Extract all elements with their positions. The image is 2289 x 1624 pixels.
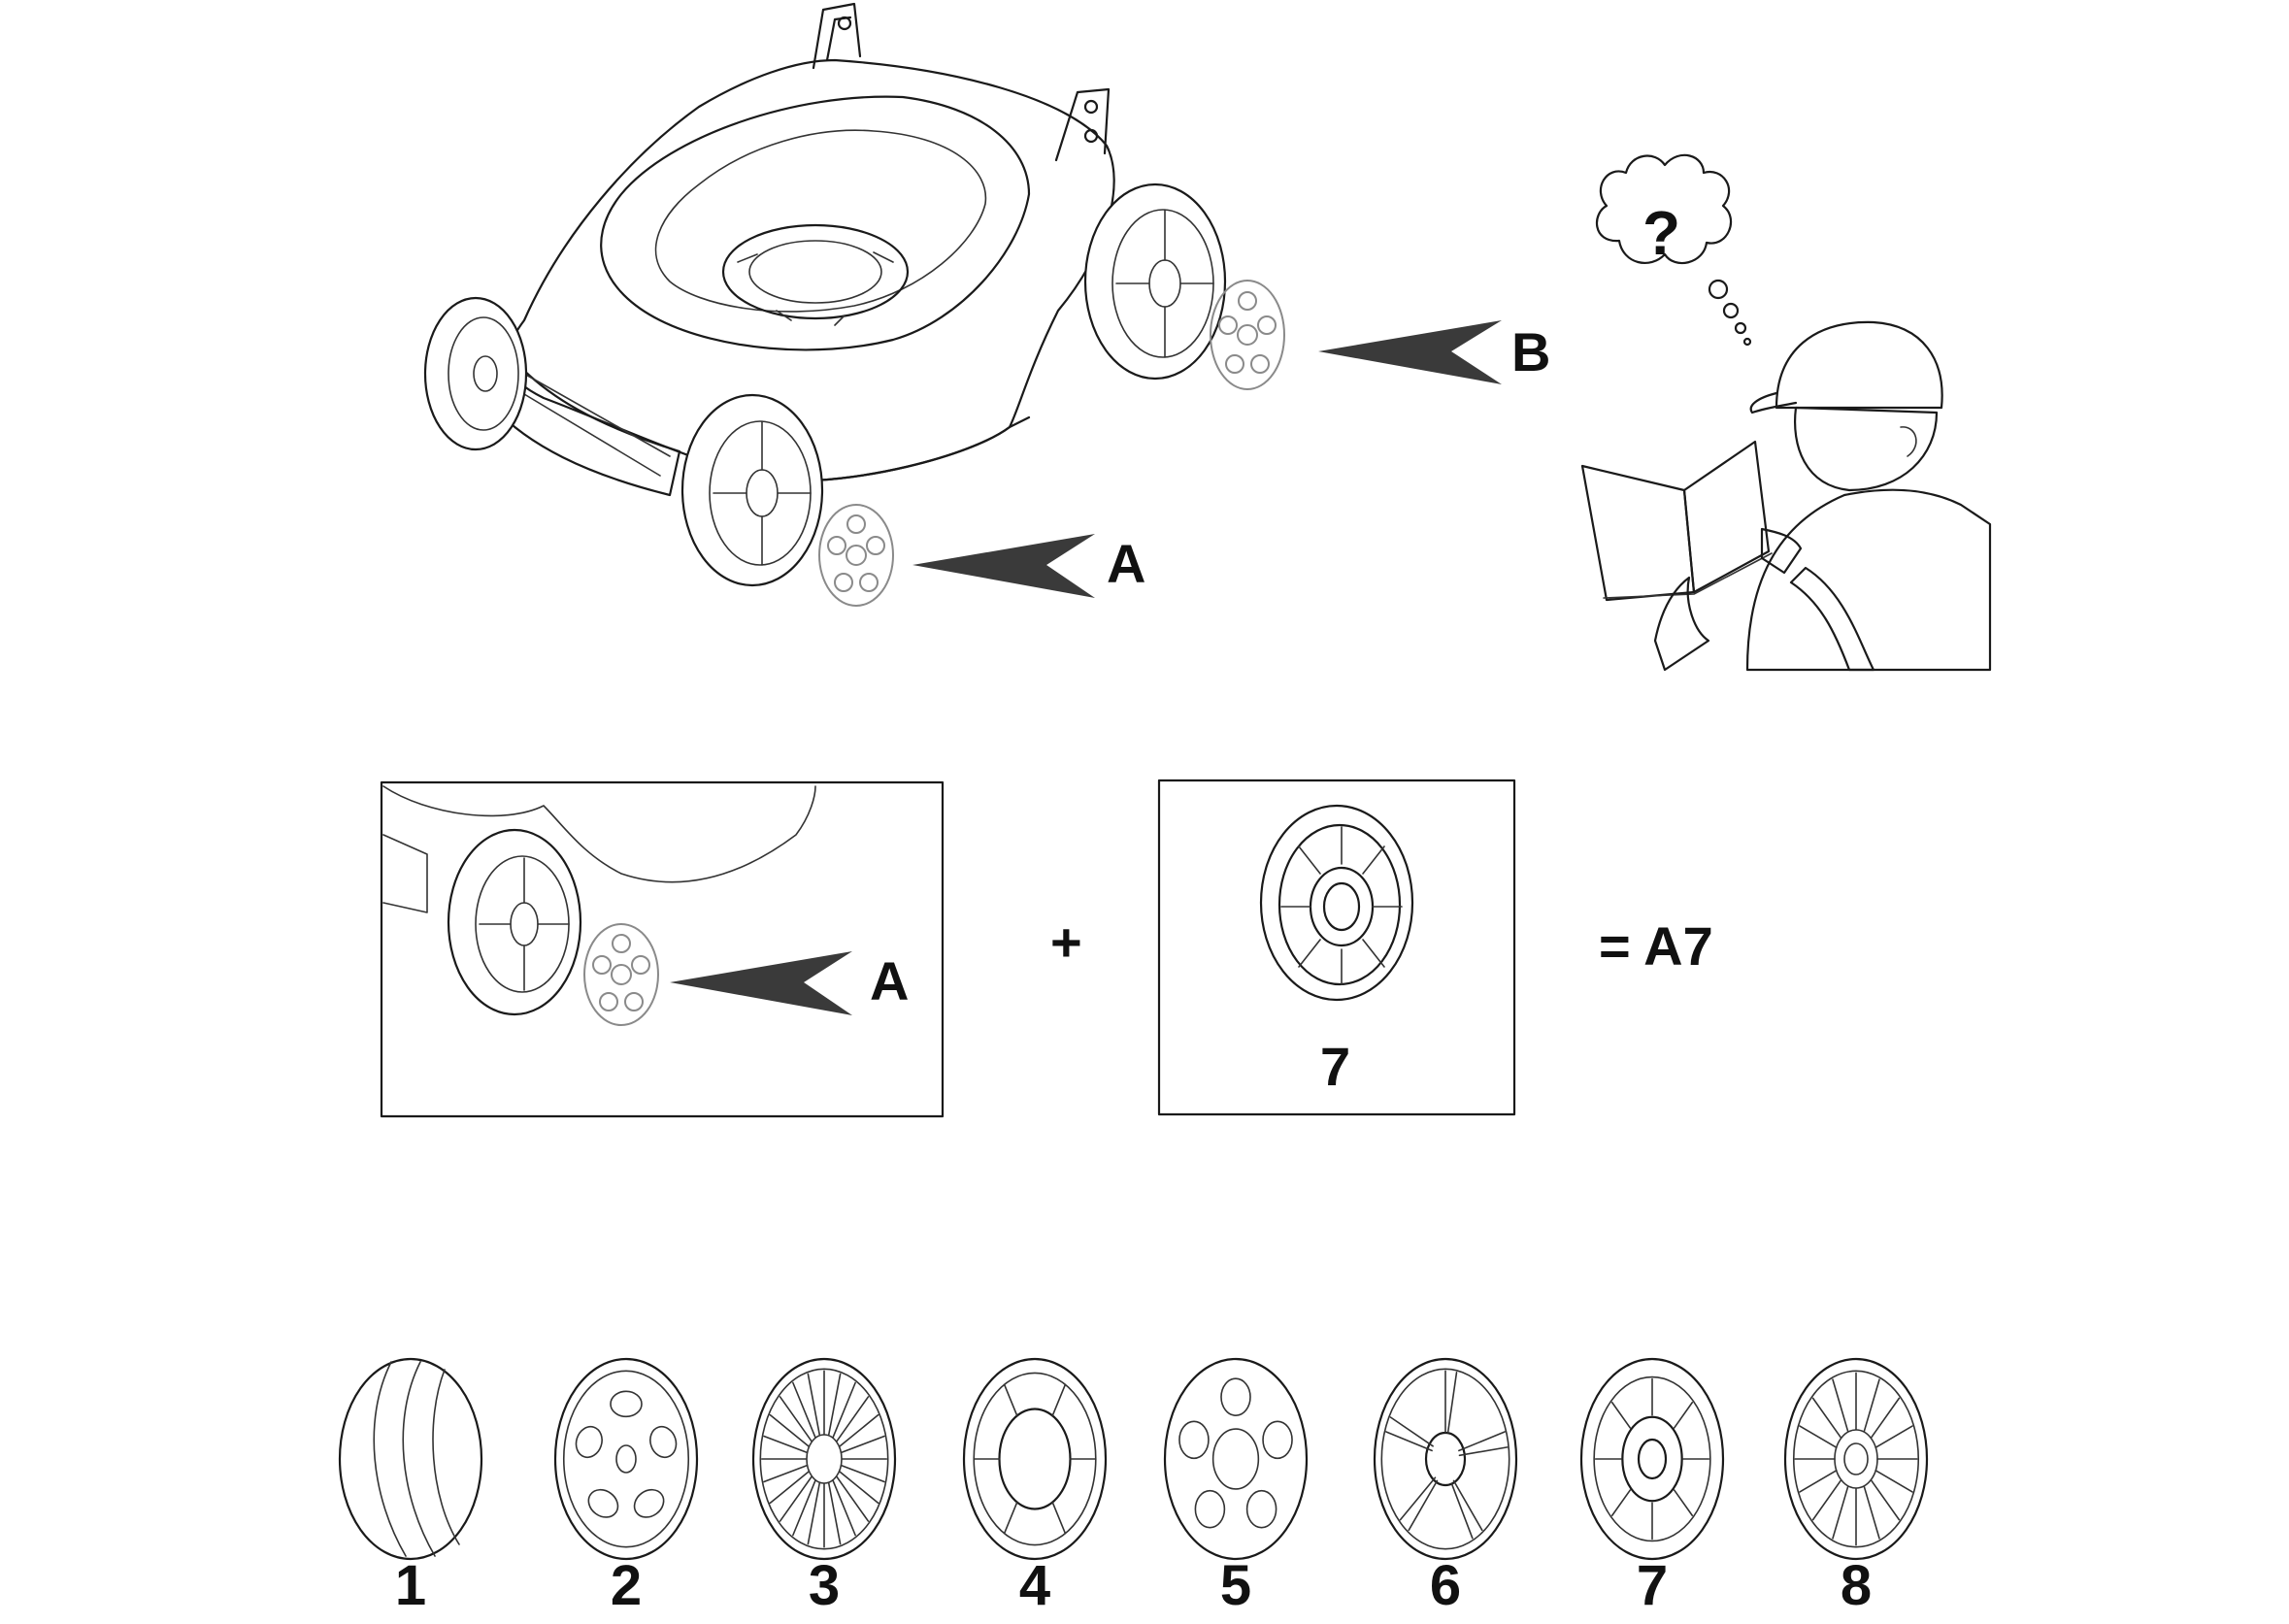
hubcap-4-icon bbox=[962, 1357, 1108, 1561]
hubcap-7-number: 7 bbox=[1637, 1554, 1668, 1617]
detail-arrow-label: A bbox=[870, 950, 909, 1011]
detail-panel-selected-hubcap bbox=[1157, 779, 1516, 1116]
hubcap-6-number: 6 bbox=[1430, 1554, 1461, 1617]
selected-hubcap-number: 7 bbox=[1320, 1036, 1350, 1097]
hubcap-1-number: 1 bbox=[395, 1554, 426, 1617]
arrow-b-label: B bbox=[1511, 321, 1550, 382]
detail-arrow-icon bbox=[670, 951, 852, 1015]
result-code: = A7 bbox=[1599, 915, 1713, 977]
hubcap-5-icon bbox=[1163, 1357, 1309, 1561]
thought-question-mark: ? bbox=[1642, 198, 1680, 268]
hubcap-5-number: 5 bbox=[1220, 1554, 1251, 1617]
person-reading-manual: ? bbox=[1580, 153, 1992, 672]
hubcap-catalogue: 1 2 3 4 5 6 7 8 bbox=[338, 1357, 1929, 1617]
mower-wheel-front-left bbox=[680, 393, 824, 587]
detail-panel-wheel-position bbox=[380, 780, 945, 1118]
hubcap-8-number: 8 bbox=[1841, 1554, 1872, 1617]
hubcap-position-a bbox=[818, 504, 894, 607]
hubcap-position-b bbox=[1210, 280, 1285, 390]
selected-hubcap-icon bbox=[1259, 804, 1414, 1002]
hubcap-3-number: 3 bbox=[809, 1554, 840, 1617]
hubcap-2-icon bbox=[553, 1357, 699, 1561]
mower-wheel-rear-right bbox=[1083, 182, 1227, 381]
arrow-a-label: A bbox=[1107, 533, 1145, 594]
hubcap-7-icon bbox=[1579, 1357, 1725, 1561]
detail-wheel-closeup bbox=[382, 785, 816, 1026]
plus-sign: + bbox=[1050, 911, 1082, 973]
arrow-a-icon bbox=[912, 534, 1095, 598]
hubcap-2-number: 2 bbox=[611, 1554, 642, 1617]
hubcap-8-icon bbox=[1783, 1357, 1929, 1561]
hubcap-6-icon bbox=[1373, 1357, 1518, 1561]
hubcap-3-icon bbox=[751, 1357, 897, 1561]
hubcap-1-icon bbox=[338, 1357, 483, 1561]
hubcap-4-number: 4 bbox=[1019, 1554, 1050, 1617]
lawn-mower-illustration bbox=[483, 2, 1115, 497]
mower-wheel-rear-left bbox=[423, 296, 528, 451]
arrow-b-icon bbox=[1318, 320, 1502, 384]
